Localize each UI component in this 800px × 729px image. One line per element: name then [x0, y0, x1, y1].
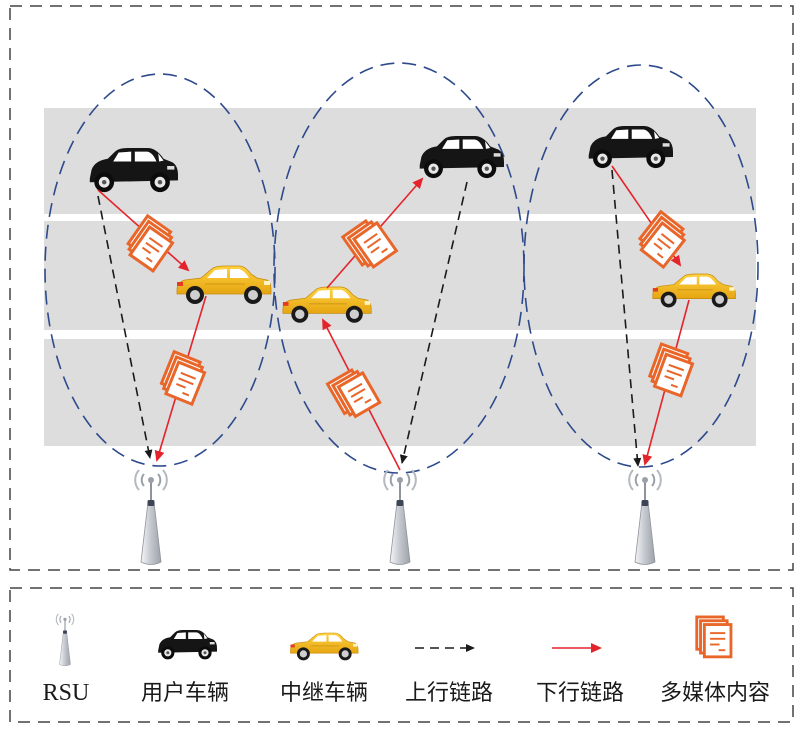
legend-label-rsu: RSU [43, 680, 90, 706]
rsu-2 [383, 469, 417, 566]
legend-frame [9, 587, 794, 723]
legend-label-downlink: 下行链路 [536, 681, 624, 706]
multimedia-content-icon [695, 615, 733, 659]
legend: RSU 用户车辆 中继车辆 上行链路 下行链路 多媒体内容 [43, 613, 770, 706]
uplink-arrow-2 [399, 181, 468, 464]
rsu-3 [628, 469, 662, 566]
coverage-ellipse-3 [523, 64, 759, 468]
relay-vehicle-icon [290, 632, 359, 661]
legend-label-multimedia-content: 多媒体内容 [660, 681, 770, 706]
user-vehicle-icon [158, 630, 217, 660]
coverage-ellipse-1 [44, 73, 276, 467]
legend-label-uplink: 上行链路 [405, 681, 493, 706]
legend-label-user-vehicle: 用户车辆 [141, 681, 229, 706]
coverage-areas [44, 62, 759, 474]
uplink-arrows [97, 169, 642, 467]
scenario-frame [9, 5, 794, 571]
rsu-1 [134, 469, 168, 566]
lane-bottom [44, 339, 756, 446]
uplink-arrow-3 [611, 169, 642, 467]
rsu-icon [55, 613, 75, 667]
legend-label-relay-vehicle: 中继车辆 [280, 681, 368, 706]
